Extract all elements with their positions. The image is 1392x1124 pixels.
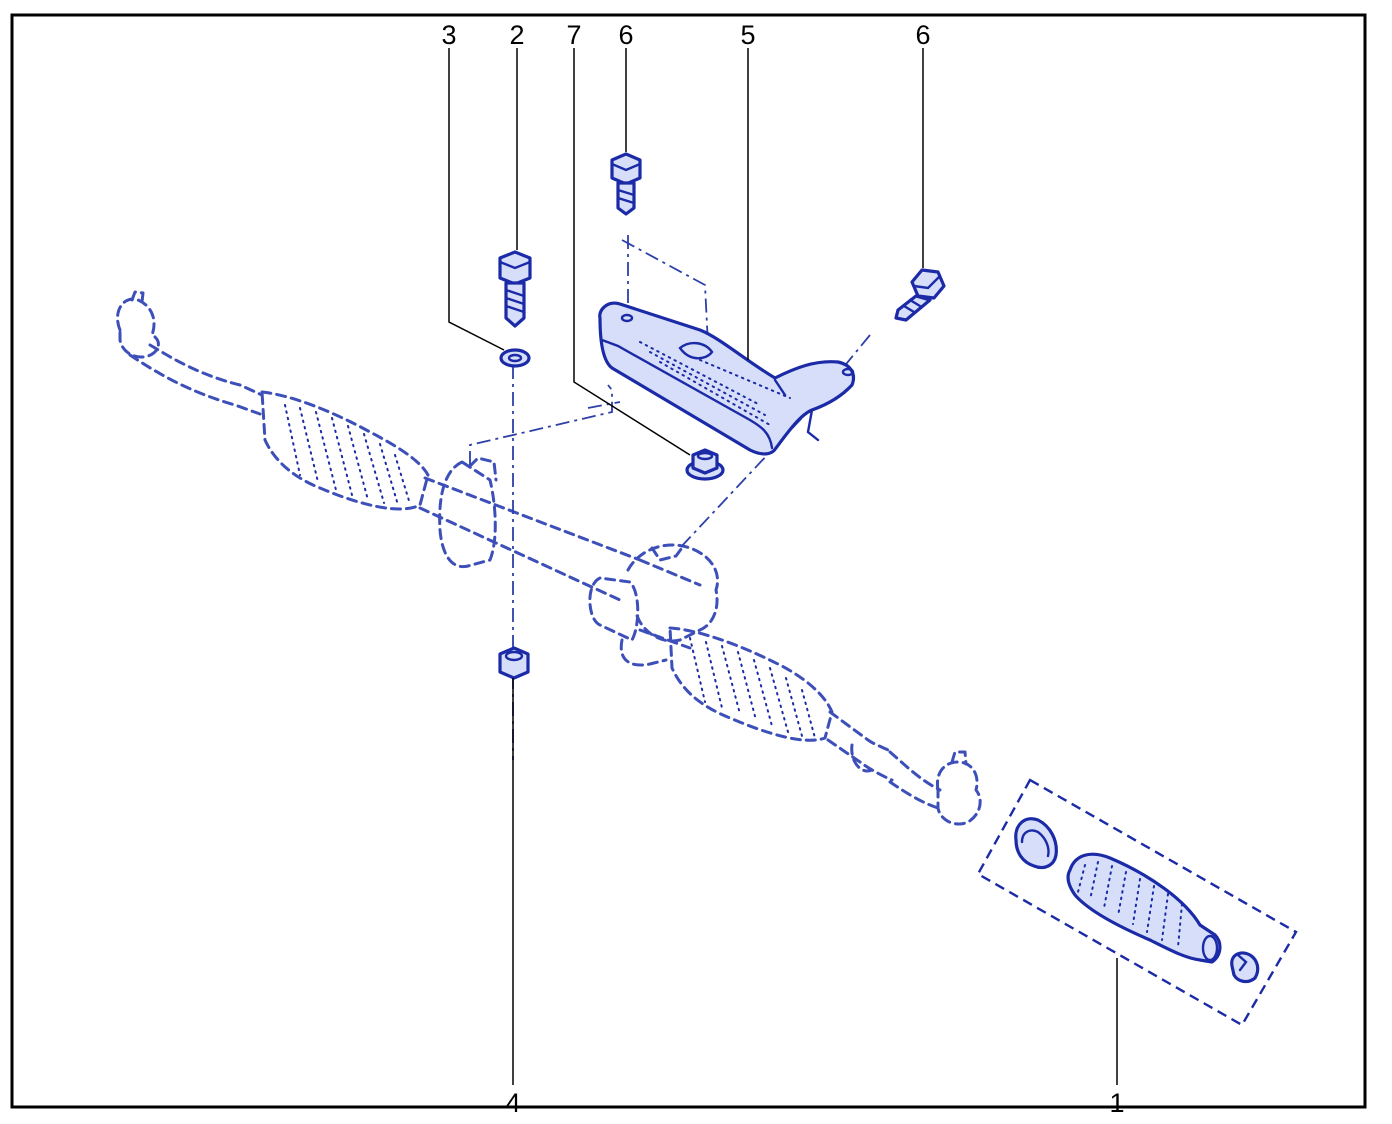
diagram-frame bbox=[10, 13, 1367, 1109]
part-7-flange-nut bbox=[685, 448, 725, 481]
callout-6-right: 6 bbox=[915, 20, 931, 268]
callout-label-2: 2 bbox=[509, 20, 524, 50]
part-6-bolt-upper bbox=[610, 152, 642, 216]
center-lines bbox=[469, 235, 871, 760]
callout-label-6-left: 6 bbox=[618, 20, 633, 50]
part-1-boot-kit bbox=[976, 778, 1298, 1027]
callout-3: 3 bbox=[441, 20, 505, 351]
callout-6-left: 6 bbox=[618, 20, 634, 152]
callout-7: 7 bbox=[566, 20, 691, 456]
callout-label-4: 4 bbox=[505, 1088, 520, 1118]
callout-label-6-right: 6 bbox=[915, 20, 930, 50]
callout-label-7: 7 bbox=[566, 20, 581, 50]
part-6-bolt-right bbox=[894, 268, 946, 322]
callout-4: 4 bbox=[505, 678, 521, 1118]
callout-2: 2 bbox=[509, 20, 525, 250]
callout-1: 1 bbox=[1109, 958, 1125, 1118]
part-5-heat-shield bbox=[598, 301, 856, 456]
part-4-nut bbox=[498, 646, 530, 680]
callout-label-5: 5 bbox=[740, 20, 755, 50]
part-2-bolt bbox=[498, 250, 532, 328]
callout-label-3: 3 bbox=[441, 20, 456, 50]
steering-rack-ghost bbox=[116, 290, 982, 826]
callout-5: 5 bbox=[740, 20, 756, 360]
part-3-washer bbox=[499, 348, 531, 368]
callout-label-1: 1 bbox=[1109, 1088, 1124, 1118]
